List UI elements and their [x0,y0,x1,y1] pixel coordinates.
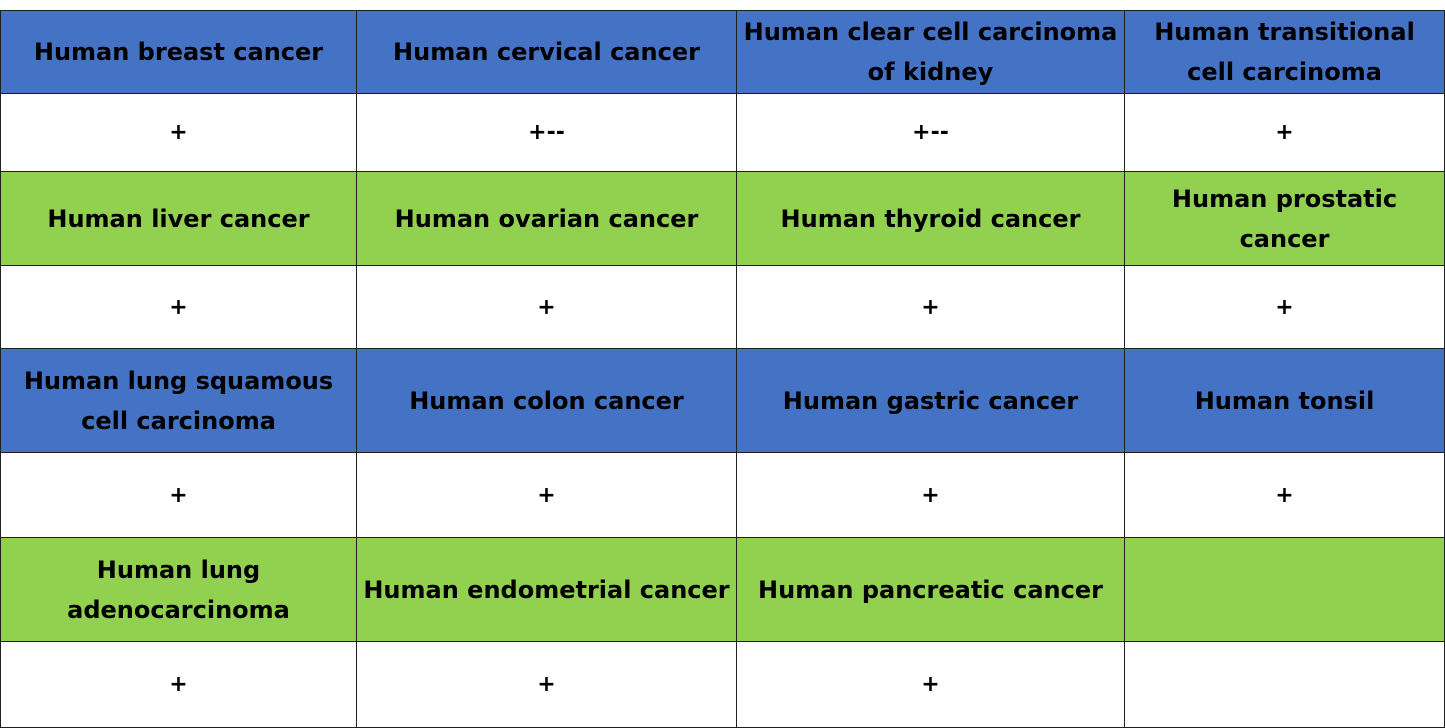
cancer-name-cell: Human gastric cancer [736,348,1125,453]
cancer-name-row: Human lung squamous cell carcinoma Human… [0,348,1445,453]
cancer-name-row: Human breast cancer Human cervical cance… [0,10,1445,94]
result-row: + + + [0,641,1445,728]
result-cell: + [736,452,1125,538]
cancer-name-cell: Human pancreatic cancer [736,537,1125,642]
empty-cell [1124,641,1445,728]
result-cell: + [0,93,357,172]
cancer-name-cell: Human prostatic cancer [1124,171,1445,266]
result-cell: + [736,641,1125,728]
result-cell: + [1124,452,1445,538]
cancer-name-cell: Human lung squamous cell carcinoma [0,348,357,453]
cancer-name-cell: Human liver cancer [0,171,357,266]
cancer-name-cell: Human tonsil [1124,348,1445,453]
result-cell: + [0,641,357,728]
result-cell: + [1124,93,1445,172]
result-cell: +-- [736,93,1125,172]
cancer-name-cell: Human thyroid cancer [736,171,1125,266]
result-cell: +-- [356,93,737,172]
cancer-name-cell: Human clear cell carcinoma of kidney [736,10,1125,94]
result-row: + + + + [0,452,1445,538]
result-cell: + [356,265,737,349]
result-row: + + + + [0,265,1445,349]
cancer-tissue-table: Human breast cancer Human cervical cance… [0,10,1445,728]
cancer-name-row: Human lung adenocarcinoma Human endometr… [0,537,1445,642]
cancer-name-cell: Human ovarian cancer [356,171,737,266]
result-cell: + [1124,265,1445,349]
cancer-name-cell: Human colon cancer [356,348,737,453]
empty-cell [1124,537,1445,642]
cancer-name-cell: Human endometrial cancer [356,537,737,642]
cancer-name-row: Human liver cancer Human ovarian cancer … [0,171,1445,266]
cancer-name-cell: Human lung adenocarcinoma [0,537,357,642]
result-cell: + [736,265,1125,349]
result-cell: + [356,641,737,728]
result-cell: + [356,452,737,538]
cancer-name-cell: Human cervical cancer [356,10,737,94]
result-cell: + [0,452,357,538]
cancer-name-cell: Human breast cancer [0,10,357,94]
result-cell: + [0,265,357,349]
cancer-name-cell: Human transitional cell carcinoma [1124,10,1445,94]
result-row: + +-- +-- + [0,93,1445,172]
